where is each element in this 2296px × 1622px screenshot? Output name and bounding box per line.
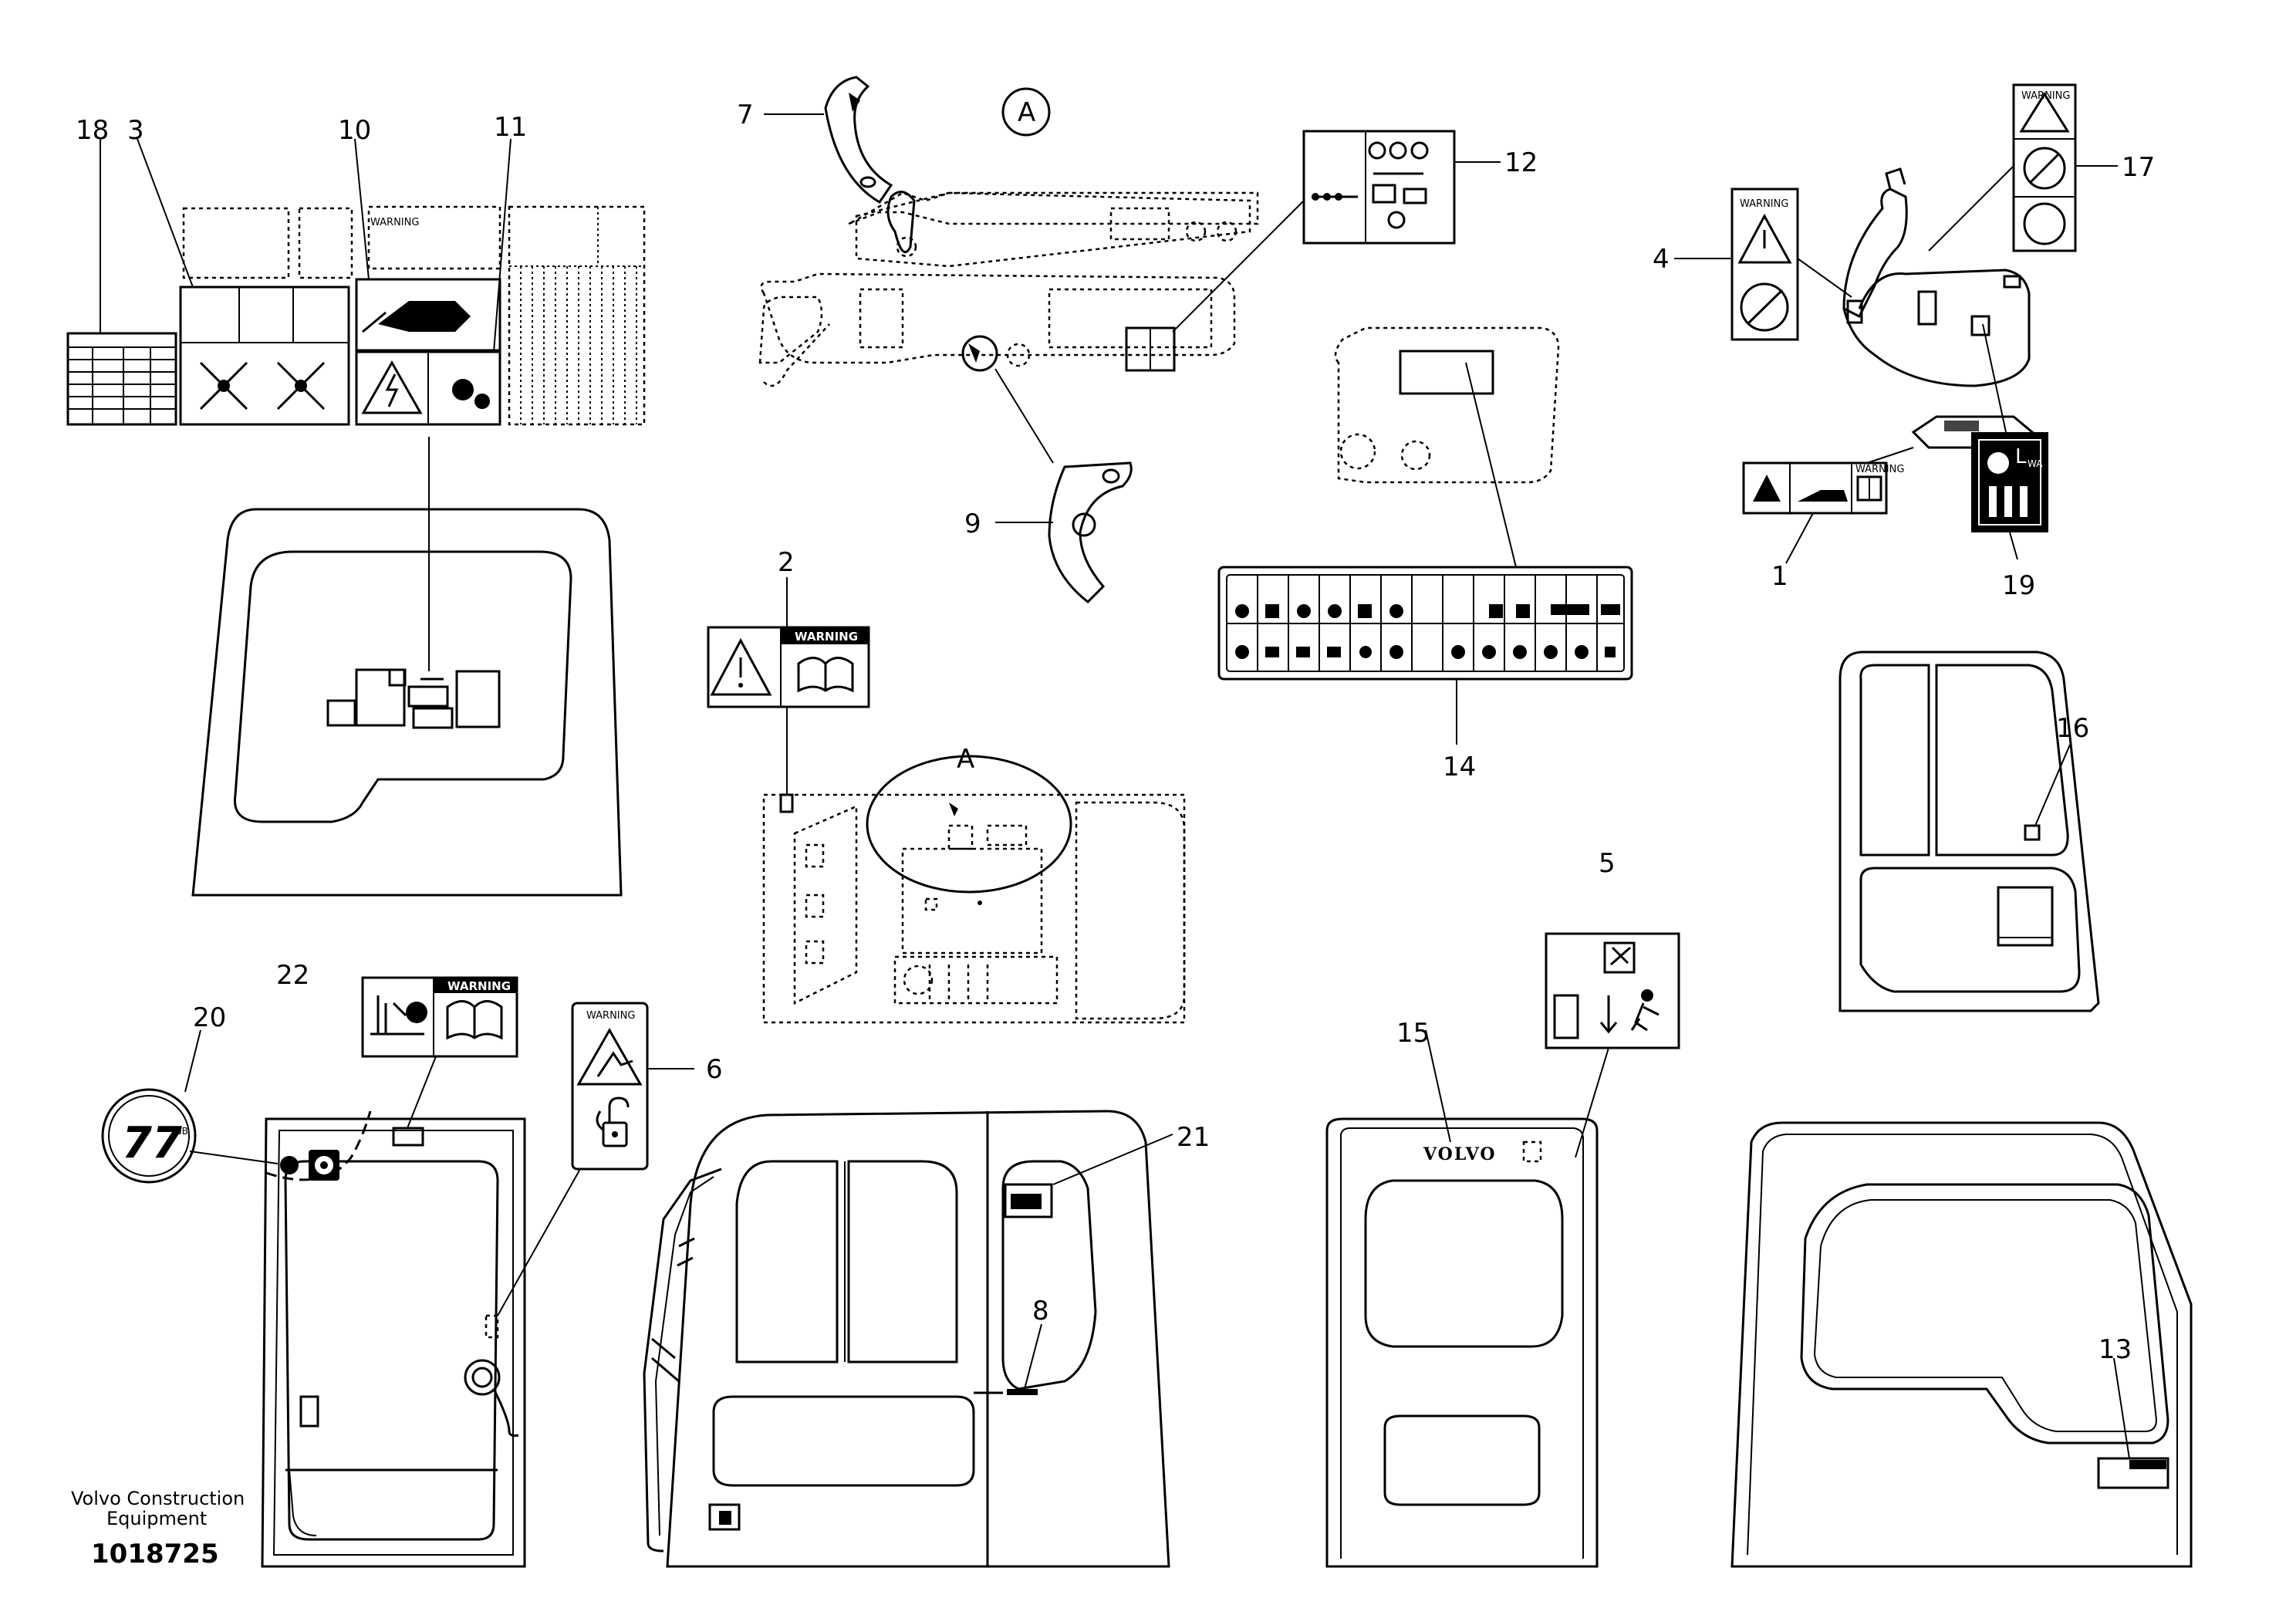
joystick-group	[1674, 83, 2118, 564]
speed-unit: dB	[176, 1126, 188, 1137]
callout-19: 19	[2002, 570, 2035, 601]
speed-decal: 77	[122, 1118, 182, 1168]
warning-text-6: WARNING	[586, 1010, 635, 1022]
view-marker-circled: A	[1018, 97, 1035, 128]
callout-14: 14	[1443, 752, 1476, 782]
callout-18: 18	[76, 115, 109, 146]
callout-6: 6	[706, 1054, 723, 1085]
footer-company-line1: Volvo Construction	[71, 1488, 245, 1509]
callout-4: 4	[1653, 244, 1670, 275]
upper-structure	[707, 577, 1186, 1024]
warning-text-2: WARNING	[795, 630, 858, 644]
callout-9: 9	[964, 509, 981, 539]
right-door-panel	[1838, 650, 2100, 1012]
brand-badge: VOLVO	[1423, 1144, 1497, 1164]
decal-sheet-group	[66, 138, 646, 671]
view-marker-circle	[1001, 87, 1051, 137]
callout-8: 8	[1032, 1296, 1049, 1326]
drawing-number: 1018725	[91, 1539, 219, 1570]
warning-text-22: WARNING	[447, 979, 511, 993]
callout-15: 15	[1396, 1018, 1430, 1049]
warning-text-4: WARNING	[1740, 198, 1788, 210]
cab-left-side	[101, 976, 694, 1568]
sound-label: L	[2015, 445, 2027, 468]
rear-window-panel	[191, 508, 623, 897]
callout-17: 17	[2122, 152, 2155, 183]
warning-text-10: WARNING	[370, 217, 419, 228]
footer-company-line2: Equipment	[106, 1508, 207, 1529]
sound-sub: WA	[2028, 458, 2043, 469]
callout-22: 22	[276, 960, 309, 991]
callout-3: 3	[127, 115, 144, 146]
callout-2: 2	[778, 547, 795, 578]
callout-21: 21	[1177, 1122, 1210, 1153]
cab-right-door	[1730, 1121, 2193, 1568]
callout-labels: 18 3 10 11 7 12 9 2 14 17 4 1 19 16 5 15…	[76, 100, 2155, 1365]
warning-text-1: WARNING	[1855, 464, 1904, 475]
callout-13: 13	[2098, 1334, 2132, 1365]
view-marker-a: A	[957, 744, 974, 775]
callout-20: 20	[193, 1002, 226, 1033]
cab-rear	[1325, 932, 1680, 1568]
cab-front	[643, 1110, 1173, 1568]
callout-1: 1	[1771, 561, 1788, 592]
callout-10: 10	[338, 115, 371, 146]
callout-12: 12	[1504, 147, 1538, 178]
callout-16: 16	[2056, 713, 2089, 744]
callout-11: 11	[494, 112, 527, 143]
console-view-a	[758, 76, 1501, 603]
warning-text-17: WARNING	[2021, 90, 2070, 102]
callout-5: 5	[1599, 848, 1616, 879]
switch-panel-decal	[1217, 326, 1633, 745]
callout-7: 7	[737, 100, 754, 130]
